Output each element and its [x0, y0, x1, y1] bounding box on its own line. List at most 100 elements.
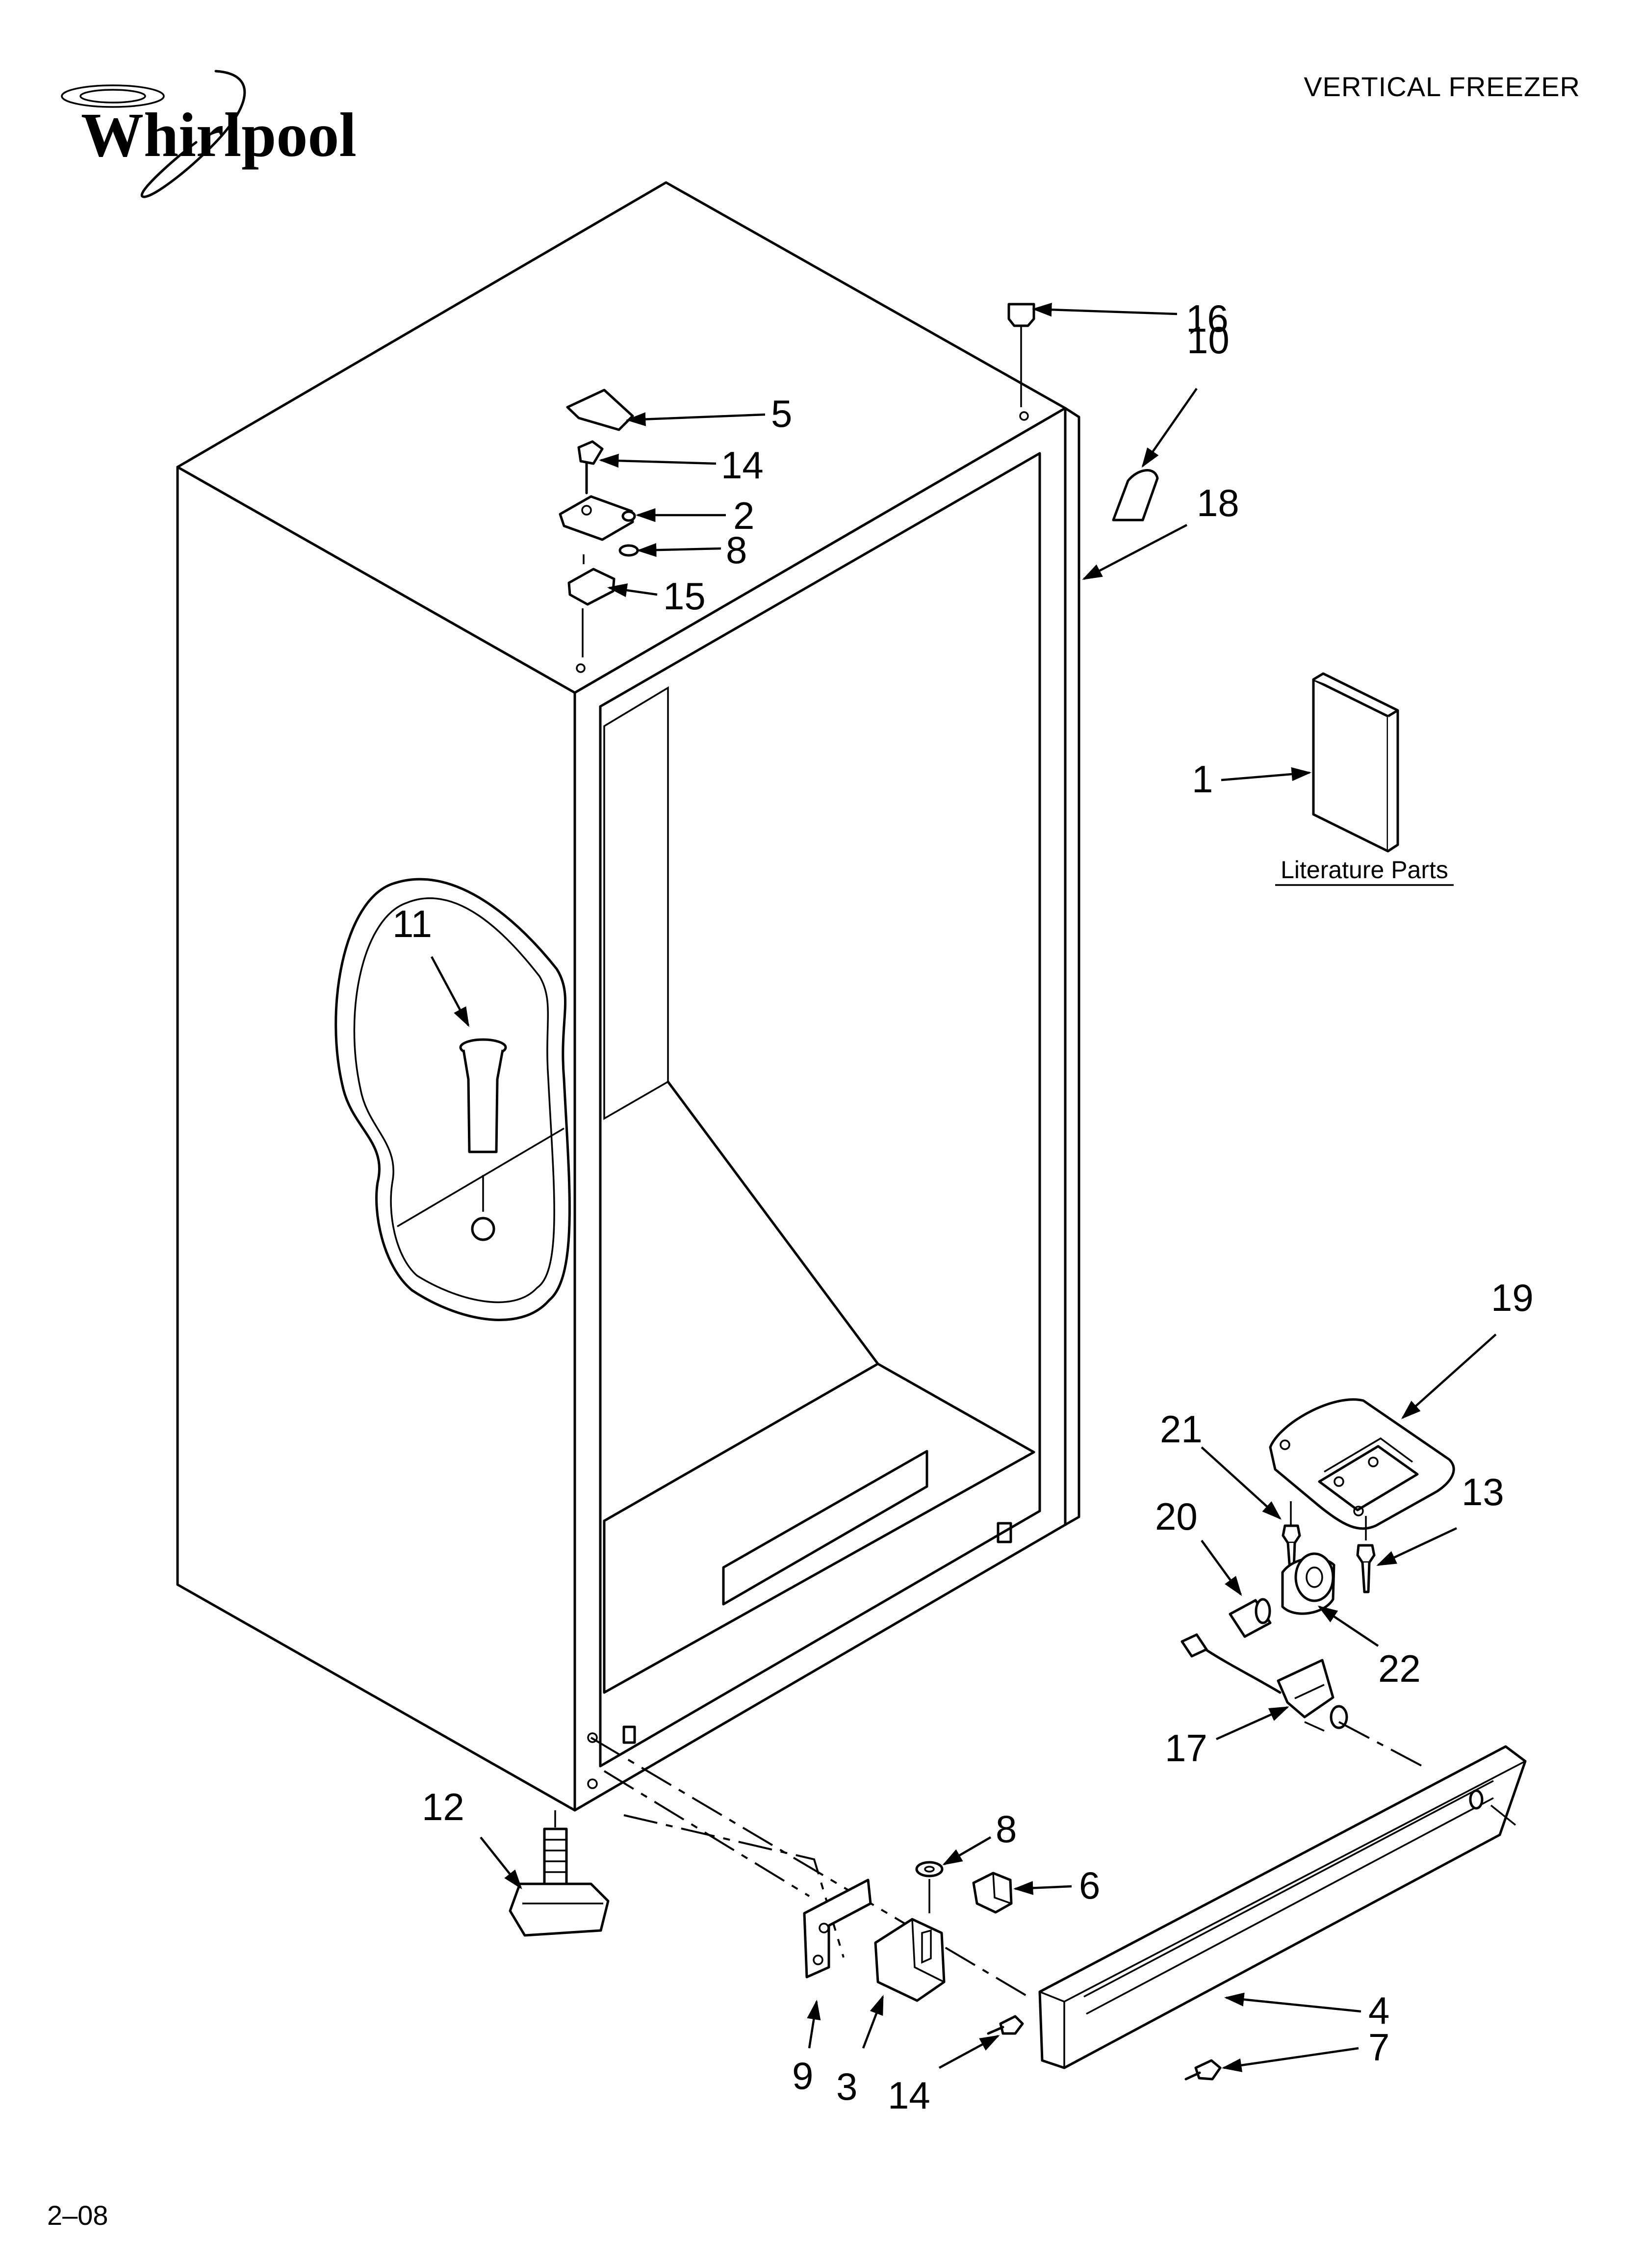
callout-8-top: 8: [726, 528, 747, 572]
logo-swoosh: [140, 70, 246, 198]
bushing-20-end: [1255, 1598, 1271, 1624]
switch-wire: [1204, 1648, 1282, 1694]
toe-grille-4-channel: [1083, 1780, 1494, 2015]
lower-hinge-block: [1318, 1445, 1419, 1512]
lower-vent-slot: [722, 1450, 928, 1606]
screw-14-lower: [987, 2015, 1024, 2035]
hinge-bolt-hole-top: [587, 1732, 598, 1743]
callout-22: 22: [1378, 1647, 1421, 1690]
callout-7: 7: [1368, 2026, 1389, 2069]
leader-9: [807, 1999, 821, 2049]
switch-connector: [1180, 1633, 1208, 1658]
clip-6-edge: [992, 1873, 1012, 1904]
leader-10: [1141, 388, 1198, 468]
callout-4: 4: [1368, 1989, 1389, 2032]
callout-12: 12: [422, 1785, 464, 1828]
revision-code: 2–08: [47, 2200, 108, 2231]
callout-1: 1: [1192, 757, 1213, 801]
literature-booklet: Literature Parts: [1275, 672, 1454, 886]
liner-kickplate: [603, 1451, 1035, 1694]
callout-5: 5: [771, 392, 792, 435]
toe-grille-4-hole: [1469, 1789, 1484, 1810]
clip-3-edge: [911, 1919, 945, 1983]
leg-12-thread: [543, 1827, 568, 1885]
callout-3: 3: [836, 2065, 857, 2108]
bracket-9-hole-1: [819, 1923, 829, 1933]
toe-grille-4-centerline: [1490, 1804, 1516, 1826]
top-hinge-hole: [576, 663, 586, 673]
callout-labels: 16 10 5 14 2 8 15 18 1 11 19 21 13 20 22…: [392, 297, 1534, 2117]
hinge-bolt-hole-bottom: [587, 1778, 598, 1789]
leader-16: [1031, 303, 1178, 317]
leader-8b: [942, 1836, 992, 1866]
toe-grille-4: [1038, 1745, 1527, 2069]
bracket-9: [803, 1878, 872, 1979]
leader-14b: [938, 2035, 1000, 2069]
bushing-and-roller: [1229, 1552, 1335, 1638]
top-hinge-hardware: [559, 303, 1159, 657]
callout-14-top: 14: [721, 443, 764, 487]
door-stop-10-edge: [1112, 480, 1129, 521]
leg-12-thread-lines: [544, 1839, 566, 1873]
assembly-line-switch: [1338, 1721, 1423, 1767]
clip-3-slot: [921, 1929, 932, 1964]
plug-16: [1007, 303, 1035, 327]
screw-14-lower-shank: [987, 2026, 1004, 2035]
screw-7: [1184, 2059, 1222, 2081]
logo-wordmark: Whirlpool: [81, 100, 357, 170]
cutaway-inner-outline: [353, 897, 555, 1303]
leader-7: [1221, 2047, 1359, 2072]
top-hinge-pin: [621, 510, 636, 522]
leader-22: [1317, 1605, 1379, 1647]
leader-8a: [636, 543, 721, 557]
roller-22-bore: [1306, 1566, 1323, 1588]
callout-15: 15: [663, 574, 706, 618]
callout-17: 17: [1165, 1726, 1207, 1770]
top-hinge-hole: [581, 505, 592, 516]
callout-14-lower: 14: [888, 2074, 930, 2117]
door-stop-hole: [1019, 411, 1029, 421]
cabinet-cutaway: [334, 878, 571, 1321]
callout-16: 16: [1186, 297, 1229, 340]
logo-swirl-inner-ring: [79, 89, 146, 104]
leader-5: [625, 412, 766, 426]
booklet-top: [1312, 672, 1399, 712]
hinge-bracket-hole: [1280, 1439, 1290, 1450]
leader-3: [862, 1995, 884, 2049]
clip-3: [874, 1918, 946, 2002]
toe-grille-4-face: [1038, 1745, 1527, 2069]
assembly-line-lower: [623, 1814, 845, 1958]
callout-10: 10: [1187, 318, 1230, 362]
screw-14-lower-head: [999, 2015, 1024, 2035]
lower-hinge-opening: [622, 1725, 636, 1744]
hinge-bracket-hole-2: [1353, 1506, 1364, 1516]
callout-13: 13: [1462, 1470, 1504, 1513]
leader-4: [1224, 1992, 1361, 2013]
drain-hole: [471, 1217, 495, 1241]
bracket-9-plate: [803, 1878, 872, 1979]
screw-7-head: [1194, 2059, 1222, 2081]
leader-14a: [598, 453, 717, 468]
switch-opening: [997, 1522, 1012, 1543]
whirlpool-logo: Whirlpool: [61, 70, 357, 198]
callout-8-lower: 8: [996, 1807, 1017, 1851]
door-stop-10: [1112, 469, 1159, 521]
lower-hinge-block-top: [1324, 1437, 1413, 1473]
cutaway-outline: [334, 878, 571, 1321]
clip-6-body: [972, 1872, 1013, 1914]
logo-swirl-outer-ring: [61, 84, 165, 108]
door-switch-assembly: [1180, 1633, 1348, 1732]
leg-12-base: [509, 1882, 610, 1937]
callout-2: 2: [733, 494, 754, 537]
cabinet-front-opening: [599, 452, 1041, 1768]
callout-11: 11: [392, 902, 432, 945]
hinge-block-hole-2: [1368, 1457, 1379, 1467]
booklet-face: [1312, 678, 1389, 853]
roller-22-face: [1294, 1552, 1334, 1602]
screw-7-shank: [1184, 2071, 1201, 2081]
screw-13-head: [1356, 1544, 1376, 1564]
cutaway-floor-line: [397, 1127, 564, 1227]
washer-8-lower-hole: [924, 1866, 935, 1873]
top-hinge-2: [559, 495, 634, 541]
